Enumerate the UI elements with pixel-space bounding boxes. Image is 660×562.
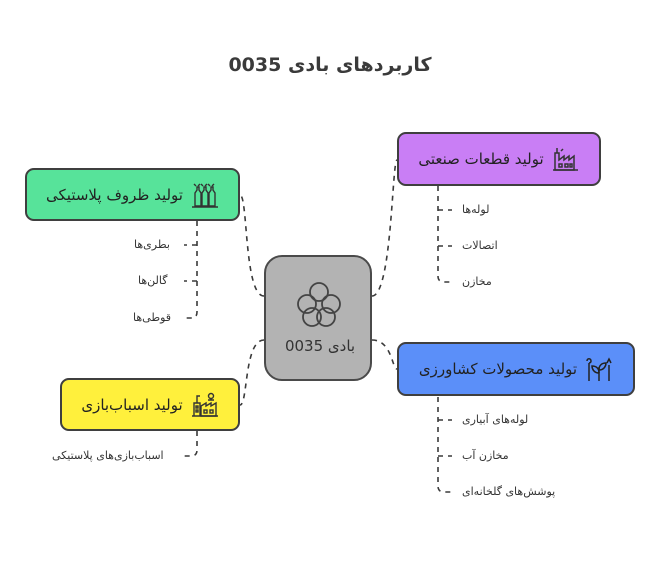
leaf-containers-cans: قوطی‌ها xyxy=(133,311,172,324)
connector-industrial-leaves xyxy=(437,186,452,283)
branch-toys[interactable]: تولید اسباب‌بازی xyxy=(60,378,240,431)
branch-industrial-label: تولید قطعات صنعتی xyxy=(418,150,544,168)
leaf-containers-bottles: بطری‌ها xyxy=(134,238,170,251)
plant-icon xyxy=(586,357,612,381)
branch-agriculture[interactable]: تولید محصولات کشاورزی xyxy=(397,342,635,396)
branch-containers-label: تولید ظروف پلاستیکی xyxy=(46,185,183,204)
connector-containers-leaves xyxy=(184,221,198,319)
branch-containers[interactable]: تولید ظروف پلاستیکی xyxy=(25,168,240,221)
branch-toys-label: تولید اسباب‌بازی xyxy=(81,395,183,414)
connector-toys xyxy=(239,339,265,406)
leaf-containers-gallons: گالن‌ها xyxy=(138,274,168,287)
branch-agriculture-label: تولید محصولات کشاورزی xyxy=(418,360,578,378)
connector-toys-leaves xyxy=(184,431,198,457)
toy-factory-icon xyxy=(191,392,218,417)
branch-industrial[interactable]: تولید قطعات صنعتی xyxy=(397,132,601,186)
molecule-cluster-icon xyxy=(297,282,341,327)
leaf-industrial-tanks: مخازن xyxy=(462,275,492,288)
leaf-agriculture-irrigation: لوله‌های آبیاری xyxy=(462,413,529,426)
connector-agriculture xyxy=(371,339,398,370)
center-label: بادی 0035 xyxy=(284,337,356,355)
bottles-icon xyxy=(192,183,218,208)
leaf-toys-plastic: اسباب‌بازی‌های پلاستیکی xyxy=(52,449,164,462)
connector-industrial xyxy=(371,159,398,297)
leaf-agriculture-water-tanks: مخازن آب xyxy=(462,449,509,462)
factory-icon xyxy=(552,148,578,171)
connector-agriculture-leaves xyxy=(437,397,452,493)
leaf-industrial-fittings: اتصالات xyxy=(462,239,498,252)
leaf-industrial-pipes: لوله‌ها xyxy=(462,203,490,216)
leaf-agriculture-greenhouse: پوشش‌های گلخانه‌ای xyxy=(462,485,556,498)
center-node[interactable]: بادی 0035 xyxy=(264,255,372,381)
connector-containers xyxy=(239,194,265,297)
diagram-title: کاربردهای بادی 0035 xyxy=(228,54,432,76)
